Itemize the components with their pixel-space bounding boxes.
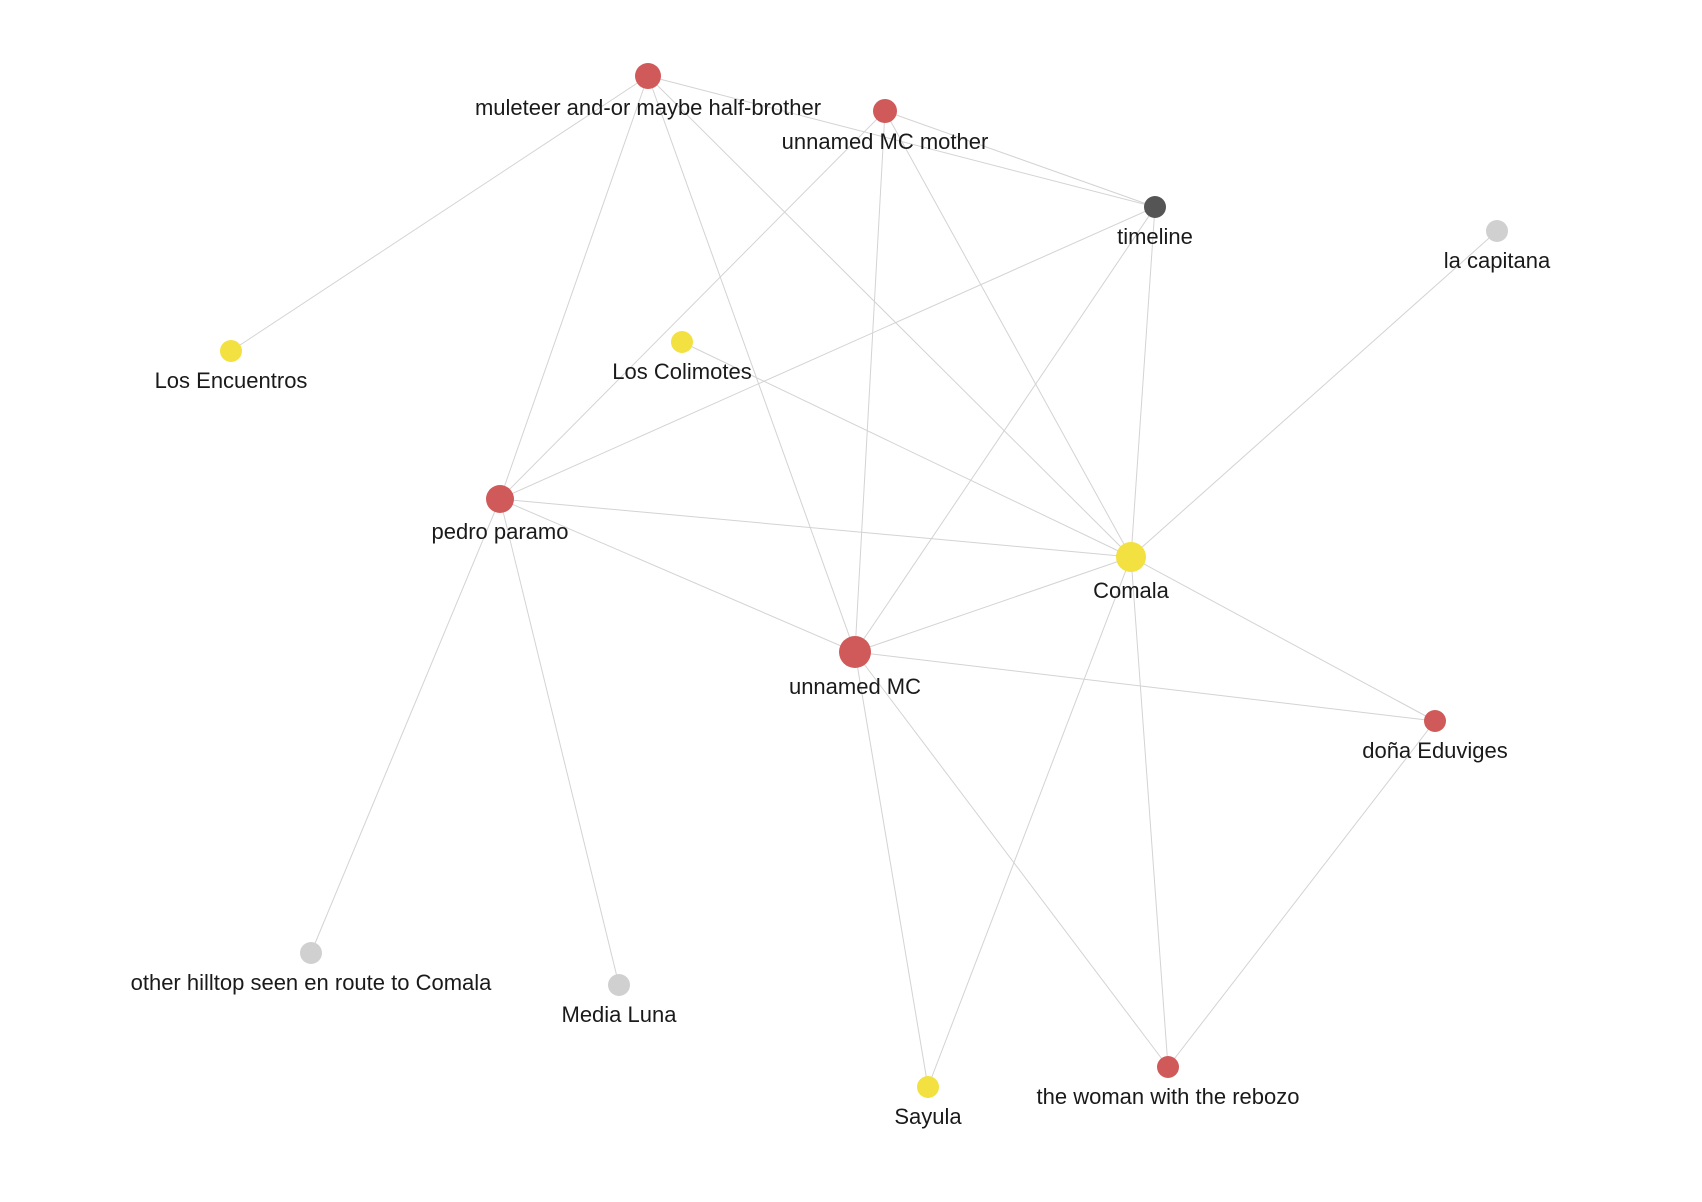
node-layer: muleteer and-or maybe half-brother unname… [131, 63, 1551, 1129]
node-circle-eduviges[interactable] [1424, 710, 1446, 732]
node-circle-colimotes[interactable] [671, 331, 693, 353]
edge-mc-rebozo [854, 651, 1169, 1068]
node-eduviges[interactable]: doña Eduviges [1362, 710, 1508, 763]
edge-muleteer-mc [647, 75, 856, 653]
node-circle-mc_mother[interactable] [873, 99, 897, 123]
node-circle-pedro[interactable] [486, 485, 514, 513]
edge-mc_mother-timeline [884, 110, 1156, 208]
node-label-mc_mother: unnamed MC mother [782, 129, 989, 154]
edge-eduviges-rebozo [1167, 720, 1436, 1068]
edge-mc-comala [854, 556, 1132, 653]
edge-pedro-medialuna [499, 498, 620, 986]
edge-pedro-hilltop [310, 498, 501, 954]
node-muleteer[interactable]: muleteer and-or maybe half-brother [475, 63, 821, 120]
edge-comala-sayula [927, 556, 1132, 1088]
node-circle-capitana[interactable] [1486, 220, 1508, 242]
node-circle-muleteer[interactable] [635, 63, 661, 89]
node-label-colimotes: Los Colimotes [612, 359, 751, 384]
node-label-comala: Comala [1093, 578, 1170, 603]
edge-timeline-pedro [499, 206, 1156, 500]
node-label-eduviges: doña Eduviges [1362, 738, 1508, 763]
node-label-mc: unnamed MC [789, 674, 921, 699]
node-label-muleteer: muleteer and-or maybe half-brother [475, 95, 821, 120]
edge-capitana-comala [1130, 230, 1498, 558]
edge-timeline-comala [1130, 206, 1156, 558]
edge-muleteer-comala [647, 75, 1132, 558]
node-comala[interactable]: Comala [1093, 542, 1170, 603]
node-circle-timeline[interactable] [1144, 196, 1166, 218]
edge-mc_mother-pedro [499, 110, 886, 500]
node-circle-sayula[interactable] [917, 1076, 939, 1098]
edge-mc_mother-mc [854, 110, 886, 653]
node-label-hilltop: other hilltop seen en route to Comala [131, 970, 493, 995]
node-colimotes[interactable]: Los Colimotes [612, 331, 752, 384]
node-mc_mother[interactable]: unnamed MC mother [782, 99, 989, 154]
node-pedro[interactable]: pedro paramo [432, 485, 569, 544]
node-mc[interactable]: unnamed MC [789, 636, 921, 699]
edge-muleteer-encuentros [230, 75, 649, 352]
node-circle-rebozo[interactable] [1157, 1056, 1179, 1078]
node-label-encuentros: Los Encuentros [155, 368, 308, 393]
node-hilltop[interactable]: other hilltop seen en route to Comala [131, 942, 493, 995]
node-label-pedro: pedro paramo [432, 519, 569, 544]
node-sayula[interactable]: Sayula [894, 1076, 962, 1129]
edge-pedro-comala [499, 498, 1132, 558]
node-circle-mc[interactable] [839, 636, 871, 668]
node-encuentros[interactable]: Los Encuentros [155, 340, 308, 393]
node-label-timeline: timeline [1117, 224, 1193, 249]
node-capitana[interactable]: la capitana [1444, 220, 1551, 273]
edge-comala-eduviges [1130, 556, 1436, 722]
edge-mc_mother-comala [884, 110, 1132, 558]
edge-layer [230, 75, 1498, 1088]
node-rebozo[interactable]: the woman with the rebozo [1037, 1056, 1300, 1109]
edge-timeline-mc [854, 206, 1156, 653]
node-label-medialuna: Media Luna [562, 1002, 678, 1027]
node-medialuna[interactable]: Media Luna [562, 974, 678, 1027]
node-timeline[interactable]: timeline [1117, 196, 1193, 249]
node-circle-encuentros[interactable] [220, 340, 242, 362]
edge-mc-eduviges [854, 651, 1436, 722]
edge-pedro-mc [499, 498, 856, 653]
edge-mc-sayula [854, 651, 929, 1088]
node-circle-hilltop[interactable] [300, 942, 322, 964]
node-label-rebozo: the woman with the rebozo [1037, 1084, 1300, 1109]
edge-colimotes-comala [681, 341, 1132, 558]
node-circle-medialuna[interactable] [608, 974, 630, 996]
node-label-capitana: la capitana [1444, 248, 1551, 273]
edge-comala-rebozo [1130, 556, 1169, 1068]
node-circle-comala[interactable] [1116, 542, 1146, 572]
edge-muleteer-pedro [499, 75, 649, 500]
node-label-sayula: Sayula [894, 1104, 962, 1129]
